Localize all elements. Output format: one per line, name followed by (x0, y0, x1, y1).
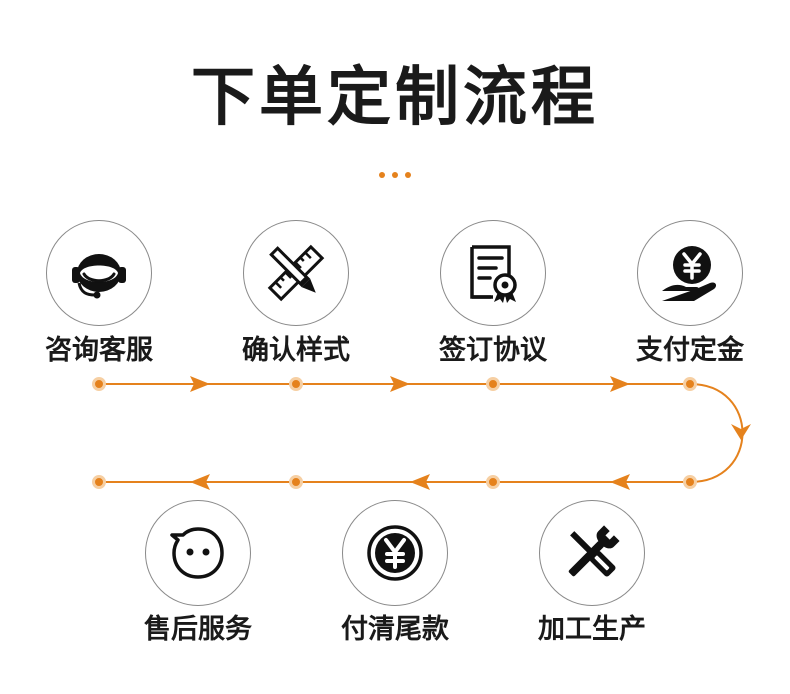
step-label-sign-agreement: 签订协议 (439, 335, 547, 366)
step-production (539, 500, 645, 606)
customer-service-headset-icon (72, 254, 126, 299)
ruler-pencil-icon (267, 244, 325, 302)
step-label-confirm-style: 确认样式 (242, 335, 350, 366)
step-confirm-style (243, 220, 349, 326)
step-label-pay-deposit: 支付定金 (636, 335, 744, 366)
step-label-after-sales: 售后服务 (144, 614, 252, 645)
step-pay-deposit (637, 220, 743, 326)
step-after-sales (145, 500, 251, 606)
step-label-production: 加工生产 (538, 614, 646, 645)
hand-yuan-coin-icon (662, 246, 717, 301)
certificate-document-icon (470, 245, 517, 303)
step-consult-service (46, 220, 152, 326)
title-decoration-dots (379, 172, 411, 178)
wrench-screwdriver-icon (568, 525, 620, 577)
yuan-coin-icon (367, 525, 423, 581)
page-title: 下单定制流程 (191, 61, 599, 135)
step-sign-agreement (440, 220, 546, 326)
step-label-final-payment: 付清尾款 (341, 614, 449, 645)
chat-smile-face-icon (170, 527, 224, 579)
step-label-consult-service: 咨询客服 (45, 335, 153, 366)
step-final-payment (342, 500, 448, 606)
